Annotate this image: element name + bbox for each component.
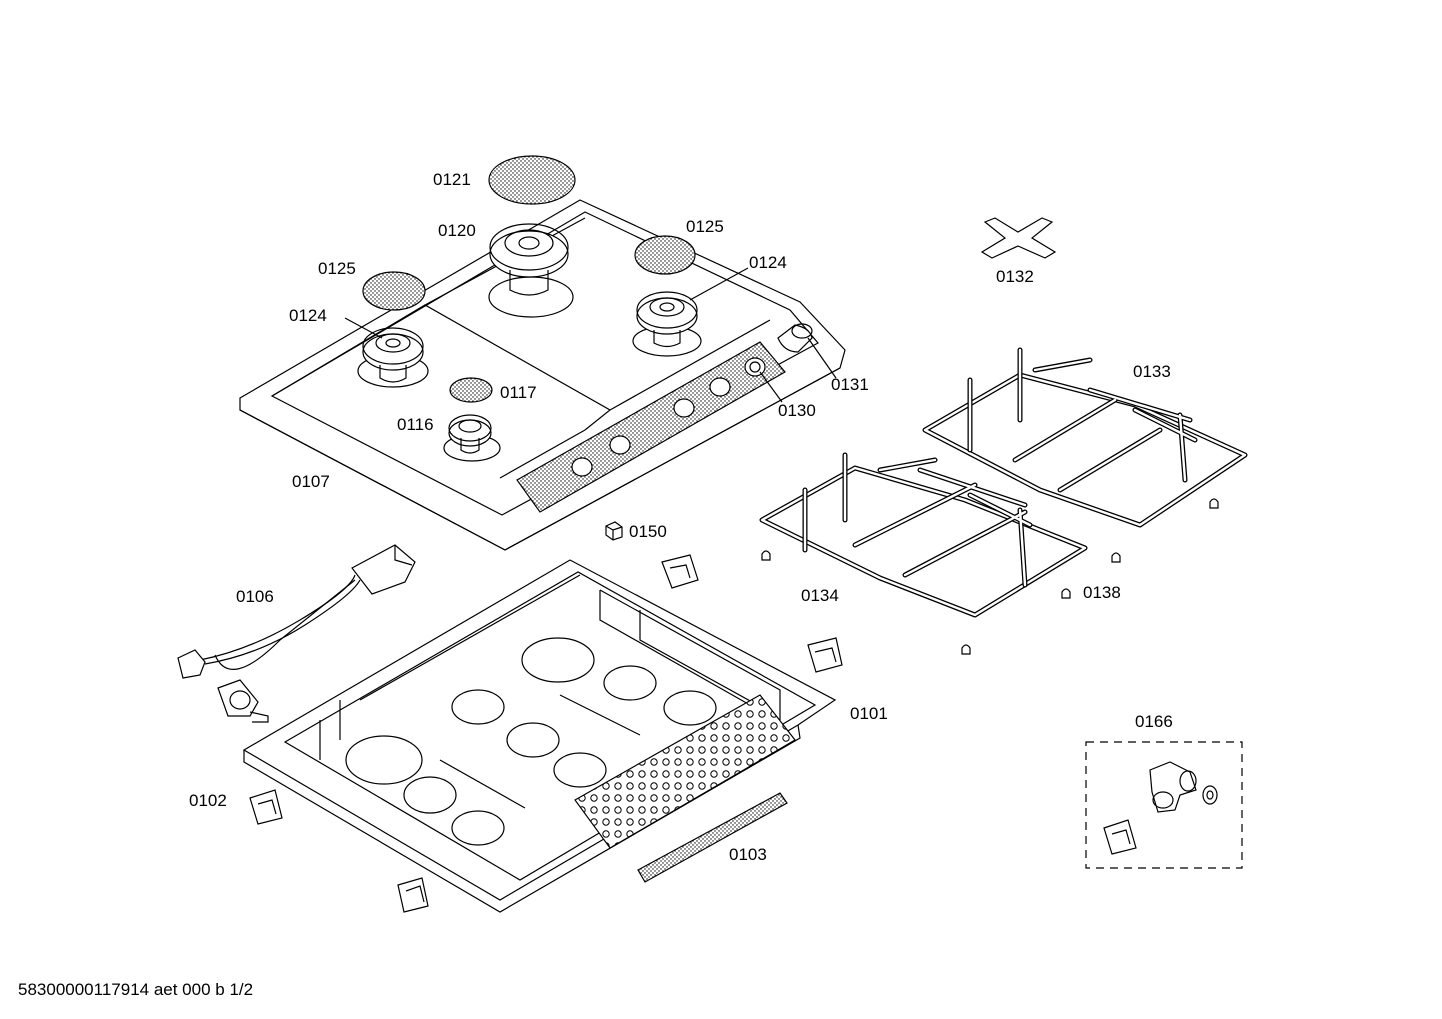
label-0150: 0150 xyxy=(629,522,667,541)
burner-medium-right xyxy=(636,291,698,348)
pan-support-grate-right xyxy=(922,347,1248,528)
label-0121: 0121 xyxy=(433,170,471,189)
label-0124-right: 0124 xyxy=(749,253,787,272)
label-0103: 0103 xyxy=(729,845,767,864)
control-knob-holes xyxy=(571,357,766,477)
leader-lines xyxy=(344,267,837,403)
label-0102: 0102 xyxy=(189,791,227,810)
burner-medium-left xyxy=(362,327,424,383)
burner-cap-medium-left xyxy=(362,271,426,311)
power-cable xyxy=(177,544,416,679)
pan-support-wok xyxy=(980,217,1057,259)
small-clip xyxy=(605,521,623,541)
label-0124-left: 0124 xyxy=(289,306,327,325)
gas-connector xyxy=(217,679,269,723)
document-reference: 58300000117914 aet 000 b 1/2 xyxy=(18,980,254,999)
label-0166: 0166 xyxy=(1135,712,1173,731)
ignition-button xyxy=(777,323,813,353)
label-0130: 0130 xyxy=(778,401,816,420)
burner-small xyxy=(448,414,492,454)
conversion-kit xyxy=(1085,741,1243,869)
sealing-strip xyxy=(637,792,788,883)
label-0132: 0132 xyxy=(996,267,1034,286)
mounting-clips xyxy=(249,554,843,913)
label-0117: 0117 xyxy=(500,383,537,402)
label-0116: 0116 xyxy=(397,415,434,434)
label-0107: 0107 xyxy=(292,472,330,491)
label-0120: 0120 xyxy=(438,221,476,240)
label-0125-left: 0125 xyxy=(318,259,356,278)
label-0131: 0131 xyxy=(831,375,869,394)
label-0138: 0138 xyxy=(1083,583,1121,602)
burner-cap-medium-right xyxy=(634,235,696,275)
base-tray xyxy=(242,559,837,913)
rubber-feet xyxy=(761,498,1219,655)
burner-cap-small xyxy=(449,377,493,403)
label-0134: 0134 xyxy=(801,586,839,605)
label-0133: 0133 xyxy=(1133,362,1171,381)
label-0101: 0101 xyxy=(850,704,888,723)
pan-support-grate-left xyxy=(759,452,1088,618)
burner-mounts xyxy=(345,637,717,846)
label-0106: 0106 xyxy=(236,587,274,606)
burner-cap-large xyxy=(488,155,576,205)
burner-large xyxy=(489,223,569,296)
label-0125-right: 0125 xyxy=(686,217,724,236)
hob-top-plate xyxy=(239,199,846,551)
